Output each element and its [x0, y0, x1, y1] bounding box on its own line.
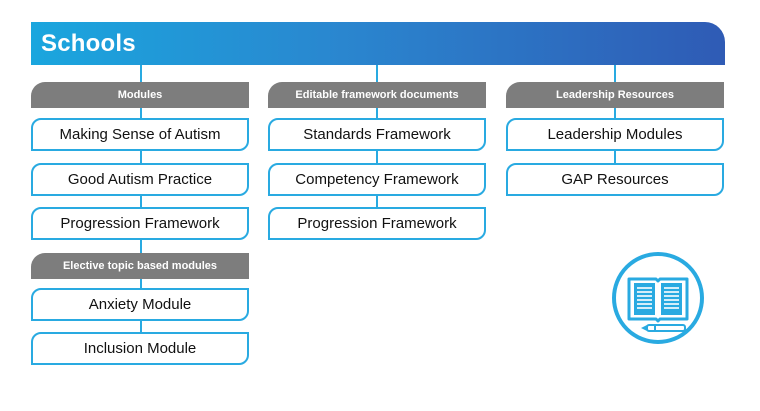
open-book-icon	[611, 251, 705, 345]
page-title: Schools	[41, 30, 136, 57]
editable-framework-header: Editable framework documents	[268, 82, 486, 108]
framework-item[interactable]: Competency Framework	[268, 163, 486, 196]
pen-icon	[641, 324, 686, 332]
elective-item[interactable]: Inclusion Module	[31, 332, 249, 365]
connector-col2-stack	[376, 107, 378, 217]
modules-header: Modules	[31, 82, 249, 108]
leadership-item[interactable]: GAP Resources	[506, 163, 724, 196]
module-item[interactable]: Good Autism Practice	[31, 163, 249, 196]
title-banner	[31, 22, 725, 65]
elective-item[interactable]: Anxiety Module	[31, 288, 249, 321]
leadership-item[interactable]: Leadership Modules	[506, 118, 724, 151]
leadership-header: Leadership Resources	[506, 82, 724, 108]
connector-leadership	[614, 65, 616, 82]
framework-item[interactable]: Standards Framework	[268, 118, 486, 151]
elective-header: Elective topic based modules	[31, 253, 249, 279]
module-item[interactable]: Making Sense of Autism	[31, 118, 249, 151]
connector-modules	[140, 65, 142, 82]
framework-item[interactable]: Progression Framework	[268, 207, 486, 240]
connector-editable	[376, 65, 378, 82]
module-item[interactable]: Progression Framework	[31, 207, 249, 240]
